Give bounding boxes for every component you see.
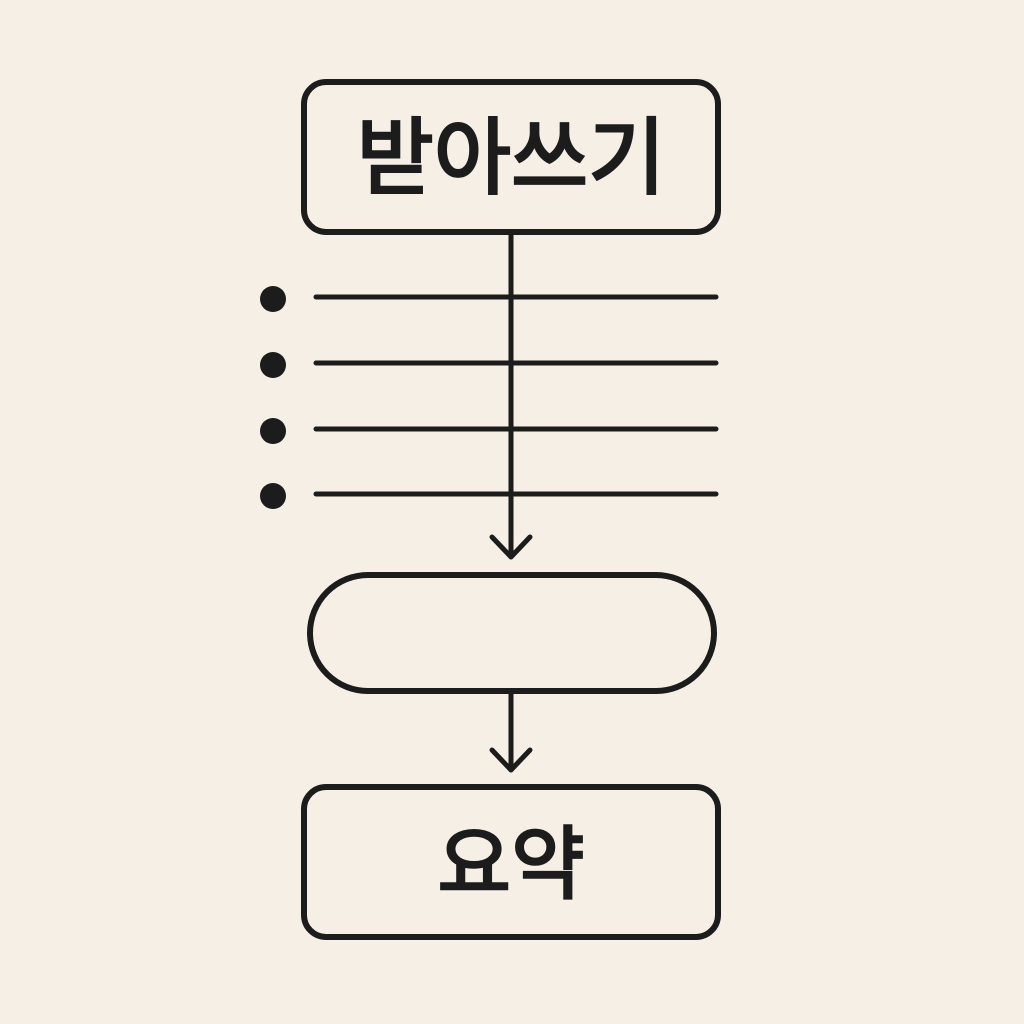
arrow-top-to-middle [489, 229, 533, 560]
top-box-label: 받아쓰기 [356, 109, 665, 207]
bullet-item [260, 352, 719, 378]
bullet-list [260, 286, 719, 509]
bullet-dot [260, 483, 286, 509]
bullet-item [260, 286, 719, 312]
arrow-head [489, 534, 533, 560]
bullet-item [260, 483, 719, 509]
bottom-box-label: 요약 [437, 818, 584, 911]
bottom-box: 요약 [301, 784, 721, 940]
bullet-dot [260, 418, 286, 444]
bottom-box-frame [301, 784, 721, 940]
top-box: 받아쓰기 [301, 79, 721, 235]
bullet-dot [260, 286, 286, 312]
bullet-dot [260, 352, 286, 378]
bullet-item [260, 418, 719, 444]
arrow-head [489, 747, 533, 773]
arrow-middle-to-bottom [489, 690, 533, 773]
